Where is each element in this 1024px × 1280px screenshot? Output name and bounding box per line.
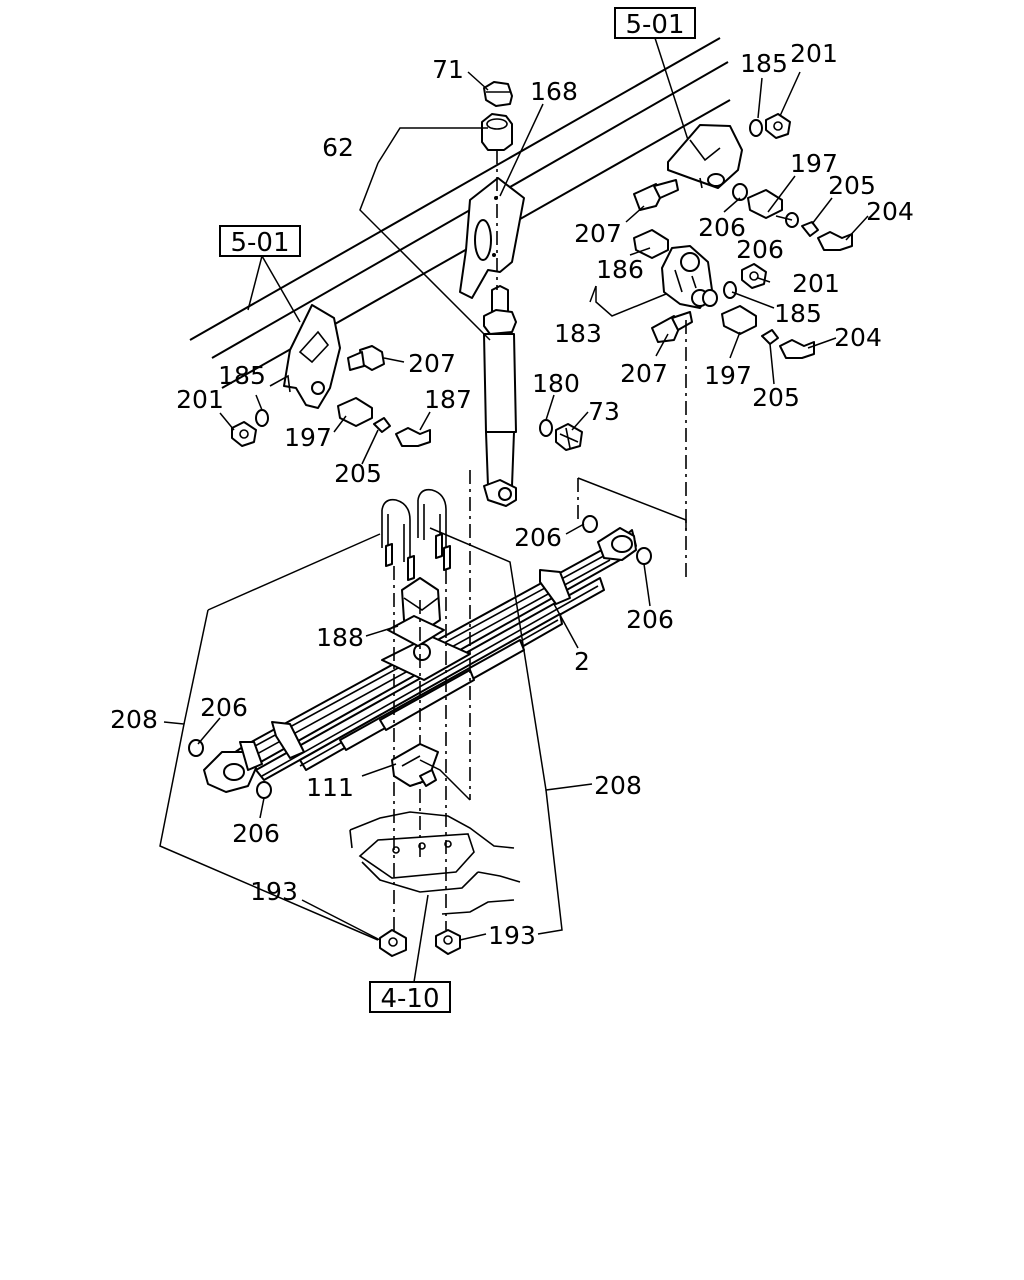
- callout-206-rear-lower: 206: [626, 605, 674, 634]
- bolt-207-mid: [651, 311, 693, 343]
- callout-111: 111: [306, 773, 354, 802]
- ref-box-top-label: 5-01: [625, 10, 684, 40]
- callout-73: 73: [588, 397, 620, 426]
- washer-206-top: [732, 183, 748, 201]
- leaf-spring: [203, 527, 637, 793]
- ref-box-top[interactable]: 5-01: [614, 7, 696, 40]
- nut-193-left: [379, 929, 407, 957]
- callout-188: 188: [316, 623, 364, 652]
- bolt-207-left: [347, 345, 385, 371]
- washer-206-rear-lower: [636, 547, 652, 565]
- callout-206-front-upper: 206: [200, 693, 248, 722]
- callout-206-top: 206: [698, 213, 746, 242]
- callout-201-left: 201: [176, 385, 224, 414]
- callout-2: 2: [574, 647, 590, 676]
- grease-fitting-204-mid: [779, 339, 815, 359]
- axle-housing: [349, 811, 521, 915]
- callout-204-mid: 204: [834, 323, 882, 352]
- washer-206-front-upper: [188, 739, 204, 757]
- callout-197-top: 197: [790, 149, 838, 178]
- spring-seat-111: [391, 743, 439, 787]
- nut-193-right: [435, 929, 461, 955]
- callout-207-left: 207: [408, 349, 456, 378]
- grease-fitting-205-top: [801, 221, 819, 237]
- callout-186: 186: [596, 255, 644, 284]
- pin-186: [633, 229, 669, 259]
- callout-71: 71: [432, 55, 464, 84]
- ref-box-left[interactable]: 5-01: [219, 225, 301, 258]
- bolt-207-top: [633, 179, 679, 211]
- callout-185-left: 185: [218, 361, 266, 390]
- callout-206-mid: 206: [736, 235, 784, 264]
- washer-206-front-lower: [256, 781, 272, 799]
- callout-193-right: 193: [488, 921, 536, 950]
- nut-201-left: [231, 421, 257, 447]
- callout-180: 180: [532, 369, 580, 398]
- ref-box-bottom-label: 4-10: [380, 984, 439, 1014]
- washer-206-rear-upper: [582, 515, 598, 533]
- callout-187: 187: [424, 385, 472, 414]
- callout-206-rear-upper: 206: [514, 523, 562, 552]
- nut-201-top: [765, 113, 791, 139]
- callout-205-left: 205: [334, 459, 382, 488]
- washer-206-shackle: [702, 289, 718, 307]
- washer-180: [539, 419, 553, 437]
- callout-201-mid: 201: [792, 269, 840, 298]
- pin-197-mid: [721, 305, 757, 335]
- callout-185-top: 185: [740, 49, 788, 78]
- nut-201-mid: [741, 263, 767, 289]
- callout-201-top: 201: [790, 39, 838, 68]
- washer-185-top: [749, 119, 763, 137]
- leader-lines: [159, 71, 869, 941]
- front-hanger-bracket: [269, 304, 341, 409]
- pin-197-top: [747, 189, 783, 219]
- callout-204-top: 204: [866, 197, 914, 226]
- callout-168: 168: [530, 77, 578, 106]
- callout-197-mid: 197: [704, 361, 752, 390]
- callout-183: 183: [554, 319, 602, 348]
- bump-stopper-188: [387, 577, 445, 647]
- shock-upper-bracket: [459, 177, 525, 299]
- callout-205-mid: 205: [752, 383, 800, 412]
- washer-185-left: [255, 409, 269, 427]
- shock-absorber: [481, 81, 517, 507]
- callout-207-mid: 207: [620, 359, 668, 388]
- callout-197-left: 197: [284, 423, 332, 452]
- callout-185-mid: 185: [774, 299, 822, 328]
- callout-205-top: 205: [828, 171, 876, 200]
- callout-208-right: 208: [594, 771, 642, 800]
- pin-197-left: [337, 397, 373, 427]
- callout-labels: 71 168 62 185 201 197 205 204 207 206 20…: [110, 39, 914, 950]
- callout-206-front-lower: 206: [232, 819, 280, 848]
- grease-fitting-205-left: [373, 417, 391, 433]
- grease-fitting-205-mid: [761, 329, 779, 345]
- ref-box-bottom[interactable]: 4-10: [369, 981, 451, 1014]
- nut-73: [555, 423, 583, 451]
- frame-rail: [189, 37, 731, 389]
- callout-208-left: 208: [110, 705, 158, 734]
- callout-193-left: 193: [250, 877, 298, 906]
- ref-box-left-label: 5-01: [230, 228, 289, 258]
- grease-fitting-187: [395, 427, 431, 447]
- washer-185-mid: [723, 281, 737, 299]
- u-bolt: [381, 488, 451, 581]
- callout-62: 62: [322, 133, 354, 162]
- grease-fitting-204-top: [817, 231, 853, 251]
- rear-hanger-bracket: [667, 124, 743, 189]
- callout-207-top: 207: [574, 219, 622, 248]
